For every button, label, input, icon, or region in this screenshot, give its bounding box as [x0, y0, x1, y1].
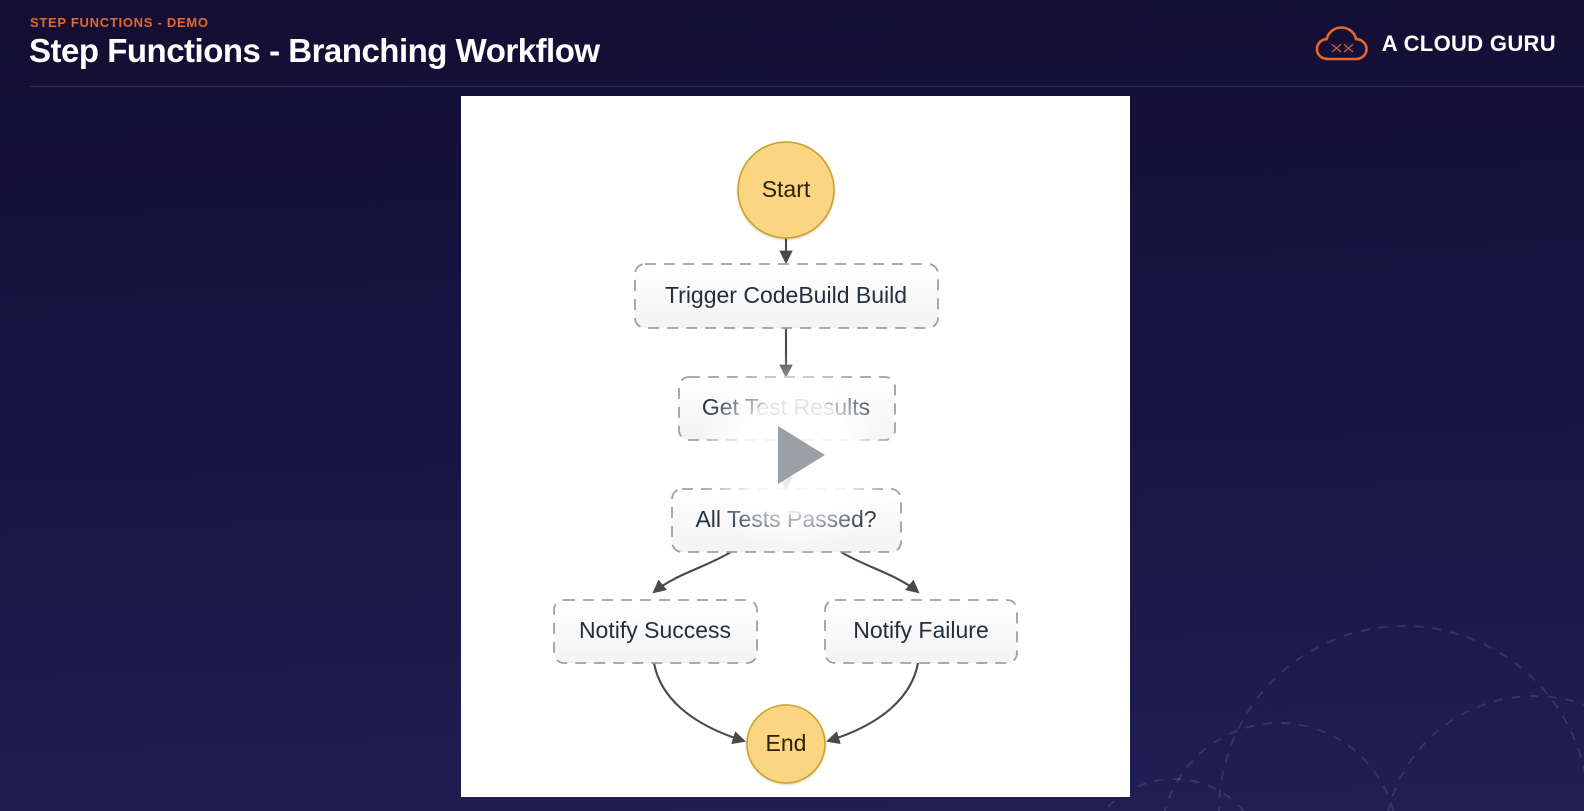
page-header: STEP FUNCTIONS - DEMO Step Functions - B…	[0, 0, 1584, 87]
cloud-guru-logo-icon	[1315, 26, 1368, 61]
slide-canvas: Start Trigger CodeBuild Build Get Test R…	[461, 96, 1130, 797]
breadcrumb-eyebrow: STEP FUNCTIONS - DEMO	[30, 15, 209, 30]
node-end	[746, 704, 826, 784]
edge-choice-success	[652, 551, 732, 594]
brand-name: A CLOUD GURU	[1381, 31, 1556, 56]
node-success-label: Notify Success	[579, 617, 731, 643]
node-end-label: End	[766, 730, 807, 756]
play-triangle-icon	[777, 426, 825, 484]
node-trigger	[634, 263, 939, 329]
node-failure-label: Notify Failure	[853, 617, 988, 643]
edge-failure-end	[825, 662, 920, 745]
node-trigger-label: Trigger CodeBuild Build	[665, 282, 907, 308]
node-start-label: Start	[762, 176, 811, 202]
node-success	[553, 599, 758, 664]
edge-success-end	[652, 662, 747, 745]
brand-logo[interactable]: A CLOUD GURU	[1315, 24, 1556, 64]
play-button[interactable]	[735, 395, 855, 515]
workflow-diagram: Start Trigger CodeBuild Build Get Test R…	[553, 141, 1018, 784]
background-decoration	[1102, 625, 1584, 811]
node-failure	[824, 599, 1018, 664]
node-start	[737, 141, 835, 239]
header-divider	[30, 86, 1584, 87]
edge-choice-failure	[840, 551, 920, 594]
page-title: Step Functions - Branching Workflow	[29, 32, 600, 69]
